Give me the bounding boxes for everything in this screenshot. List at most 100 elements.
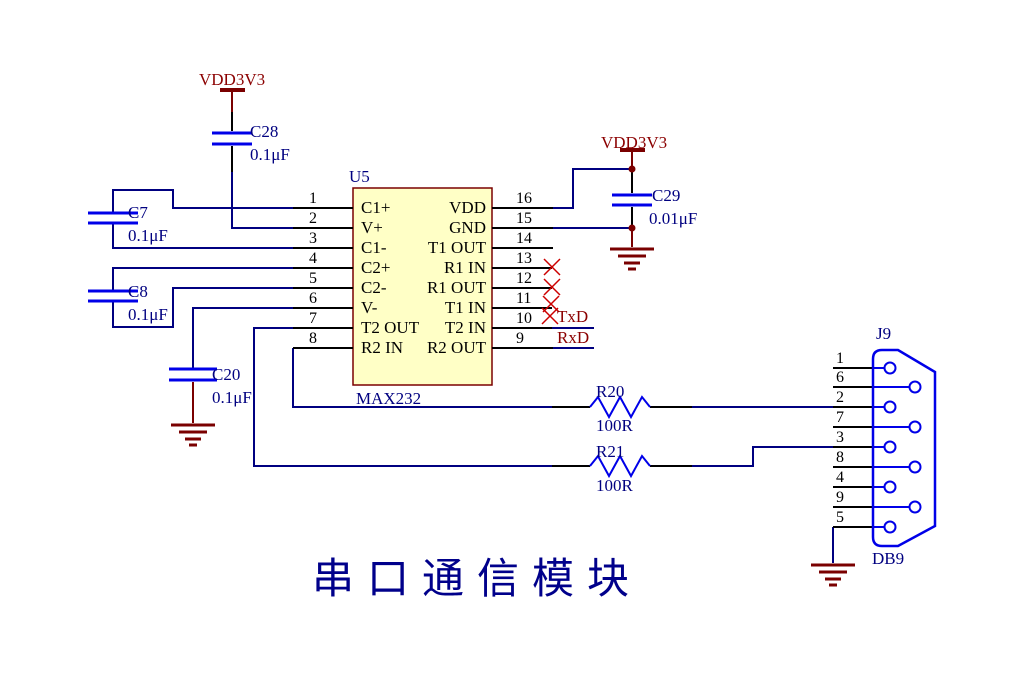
ic-pin-number-1: 1: [309, 190, 317, 207]
ic-pin-name-t2in: T2 IN: [444, 318, 486, 337]
cap-c28-value: 0.1μF: [250, 145, 290, 164]
ic-pin-number-14: 14: [516, 230, 532, 247]
net-label-txd: TxD: [557, 307, 589, 326]
db9-inner-leads: [873, 367, 909, 528]
db9-holes: [883, 361, 922, 534]
ic-pin-name-vplus: V+: [361, 218, 383, 237]
ic-pin-name-vdd: VDD: [449, 198, 486, 217]
cap-c20-value: 0.1μF: [212, 388, 252, 407]
ic-part-label: MAX232: [356, 389, 422, 408]
wire: [112, 224, 293, 249]
db9-pin-number-4: 4: [836, 469, 844, 486]
ic-pin-name-vminus: V-: [361, 298, 378, 317]
ic-pin-name-t2out: T2 OUT: [361, 318, 420, 337]
db9-pin-stubs: [833, 367, 873, 528]
db9-hole: [908, 460, 922, 474]
res-r21-refdes: R21: [596, 442, 625, 461]
ic-pin-number-4: 4: [309, 250, 317, 267]
db9-body-outline: [871, 348, 937, 548]
cap-c29-refdes: C29: [652, 186, 681, 205]
ic-pin-name-c2minus: C2-: [361, 278, 387, 297]
ic-refdes-label: U5: [349, 167, 370, 186]
res-r20-value: 100R: [596, 416, 633, 435]
ic-pin-name-c1minus: C1-: [361, 238, 387, 257]
ic-pin-number-8: 8: [309, 330, 317, 347]
cap-c8-refdes: C8: [128, 282, 148, 301]
ic-pin-name-c1plus: C1+: [361, 198, 391, 217]
ic-pin-name-t1in: T1 IN: [444, 298, 486, 317]
db9-type-label: DB9: [872, 549, 905, 568]
cap-c7-value: 0.1μF: [128, 226, 168, 245]
ic-pin-name-c2plus: C2+: [361, 258, 391, 277]
net-label-rxd: RxD: [557, 328, 590, 347]
ic-pin-name-r1in: R1 IN: [443, 258, 486, 277]
no-connect-marks: [541, 258, 561, 325]
wire: [231, 172, 293, 229]
db9-pin-number-3: 3: [836, 429, 844, 446]
wire: [192, 307, 293, 368]
db9-pin-number-7: 7: [836, 409, 844, 426]
wires: [112, 168, 834, 563]
no-connect-x-icon: [543, 278, 561, 296]
wire: [112, 189, 293, 212]
ic-pin-name-r2out: R2 OUT: [426, 338, 486, 357]
wire: [552, 168, 632, 209]
db9-hole: [883, 440, 897, 454]
db9-pin-number-1: 1: [836, 350, 844, 367]
capacitor-plates: [88, 131, 652, 382]
cap-c28-refdes: C28: [250, 122, 279, 141]
ground-symbol-db9: [811, 563, 855, 587]
wire: [112, 287, 293, 328]
ic-pin-name-r1out: R1 OUT: [426, 278, 486, 297]
ic-pin-stubs: [293, 207, 553, 349]
cap-c7-refdes: C7: [128, 203, 148, 222]
res-r21-value: 100R: [596, 476, 633, 495]
vdd3v3-label-right: VDD3V3: [601, 133, 668, 152]
ic-pin-number-13: 13: [516, 250, 532, 267]
cap-c20-refdes: C20: [212, 365, 241, 384]
wire: [253, 327, 552, 467]
ic-pin-name-t1out: T1 OUT: [427, 238, 486, 257]
ic-pin-number-16: 16: [516, 190, 532, 207]
res-r20-refdes: R20: [596, 382, 625, 401]
wire: [692, 446, 833, 467]
ic-pin-number-11: 11: [516, 290, 532, 307]
no-connect-x-icon: [541, 307, 559, 325]
db9-connector-symbol: [871, 348, 937, 548]
ground-symbol-c29: [610, 247, 654, 271]
junction-dot: [628, 165, 636, 173]
no-connect-x-icon: [543, 258, 561, 276]
junction-dot: [628, 224, 636, 232]
schematic-title: 串口通信模块: [312, 557, 643, 603]
wire: [112, 267, 293, 290]
wire: [292, 348, 552, 408]
ic-pin-number-5: 5: [309, 270, 317, 287]
db9-hole: [883, 520, 897, 534]
ic-pin-number-7: 7: [309, 310, 317, 327]
db9-refdes-label: J9: [876, 324, 892, 343]
db9-hole: [883, 480, 897, 494]
db9-pin-number-5: 5: [836, 509, 844, 526]
ground-symbol-c20: [171, 423, 215, 447]
ic-pin-name-gnd: GND: [449, 218, 486, 237]
db9-pin-number-2: 2: [836, 389, 844, 406]
resistor-r21-zigzag: [589, 453, 651, 479]
cap-c8-value: 0.1μF: [128, 305, 168, 324]
db9-hole: [883, 400, 897, 414]
resistor-r20-zigzag: [589, 394, 651, 420]
vdd3v3-label-left: VDD3V3: [199, 70, 266, 89]
ic-pin-name-r2in: R2 IN: [361, 338, 404, 357]
db9-hole: [908, 500, 922, 514]
db9-hole: [908, 380, 922, 394]
db9-pin-number-6: 6: [836, 369, 844, 386]
cap-c29-value: 0.01μF: [649, 209, 698, 228]
ic-pin-number-9: 9: [516, 330, 524, 347]
ic-pin-number-15: 15: [516, 210, 532, 227]
ic-pin-number-12: 12: [516, 270, 532, 287]
db9-pin-number-9: 9: [836, 489, 844, 506]
ic-pin-number-2: 2: [309, 210, 317, 227]
db9-pin-number-8: 8: [836, 449, 844, 466]
db9-hole: [883, 361, 897, 375]
